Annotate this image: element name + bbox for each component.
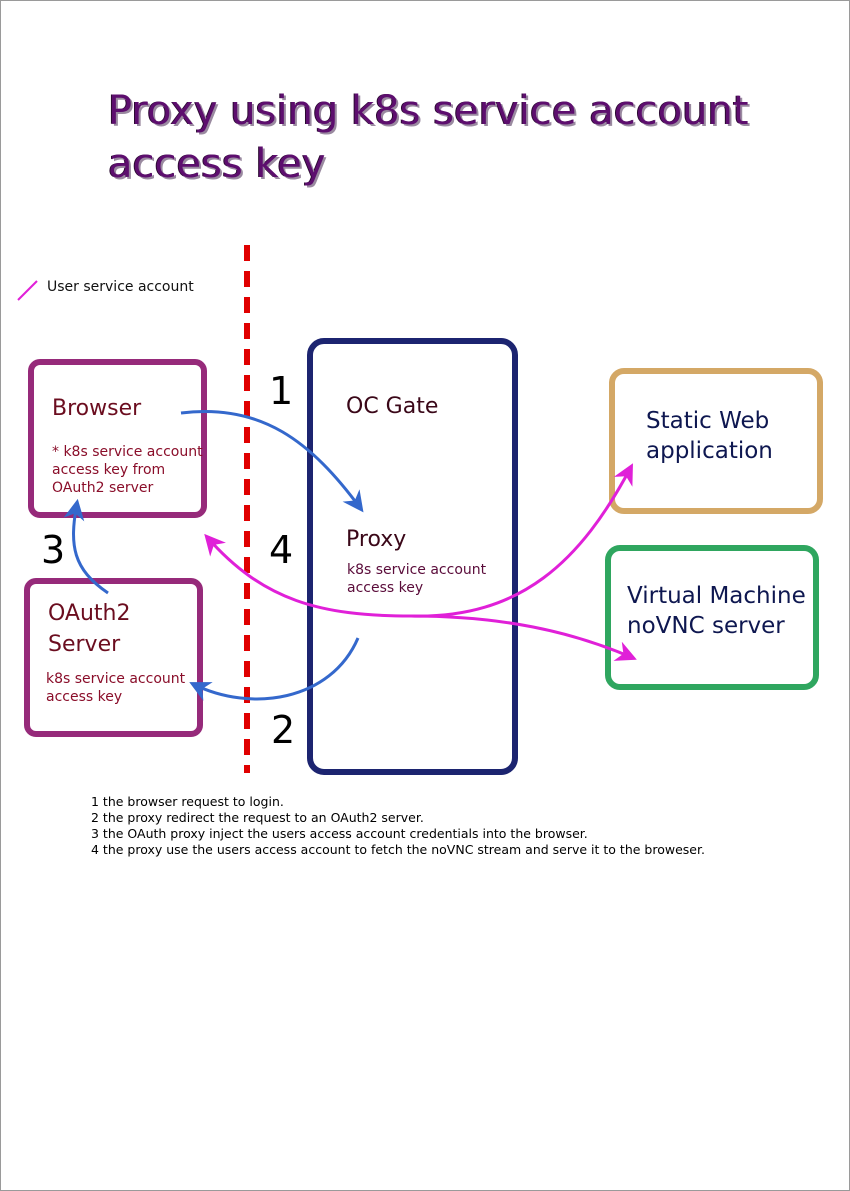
browser-title: Browser (52, 396, 142, 421)
oauth-title-line: OAuth2 (48, 601, 131, 626)
browser-note: * k8s service account access key from OA… (52, 443, 203, 497)
browser-note-line: access key from (52, 462, 166, 478)
page-title: Proxy using k8s service account access k… (108, 88, 749, 187)
oc-gate-box (307, 338, 518, 775)
step-3-label: 3 (41, 528, 66, 572)
arrow-user-to-vm (410, 614, 637, 661)
step-1-label: 1 (269, 369, 294, 413)
legend-label: User service account (47, 279, 194, 295)
proxy-title: Proxy (346, 527, 407, 552)
static-web-box (609, 368, 823, 514)
proxy-note-line: access key (347, 580, 424, 596)
arrow-proxy-to-oauth (189, 637, 360, 701)
browser-note-line: OAuth2 server (52, 480, 154, 496)
proxy-note-line: k8s service account (347, 562, 487, 578)
static-web-title-line: application (646, 438, 773, 464)
step-4-label: 4 (269, 528, 294, 572)
note-item: 2 the proxy redirect the request to an O… (91, 810, 424, 825)
arrow-browser-to-proxy (180, 409, 364, 513)
static-web-title: Static Web application (646, 406, 773, 466)
vm-title-line: noVNC server (627, 613, 785, 639)
step-2-label: 2 (271, 708, 296, 752)
arrow-user-to-browser (204, 533, 412, 618)
oc-gate-title: OC Gate (346, 394, 439, 419)
step-notes: 1 the browser request to login. 2 the pr… (91, 794, 705, 858)
browser-box (28, 359, 207, 518)
vm-title: Virtual Machine noVNC server (627, 581, 806, 641)
oauth-note: k8s service account access key (46, 670, 185, 706)
oauth-note-line: access key (46, 689, 123, 705)
static-web-title-line: Static Web (646, 408, 770, 434)
proxy-note: k8s service account access key (347, 561, 486, 597)
note-item: 4 the proxy use the users access account… (91, 842, 705, 857)
arrow-user-to-static-web (410, 463, 633, 618)
oauth-title-line: Server (48, 632, 121, 657)
arrow-oauth-to-browser (63, 498, 109, 595)
legend-swatch (17, 280, 38, 301)
note-item: 1 the browser request to login. (91, 794, 284, 809)
oauth-note-line: k8s service account (46, 671, 186, 687)
browser-note-line: * k8s service account (52, 444, 203, 460)
oauth-title: OAuth2 Server (48, 598, 131, 660)
vm-title-line: Virtual Machine (627, 583, 806, 609)
vm-box (605, 545, 819, 690)
oauth-server-box (24, 578, 203, 737)
note-item: 3 the OAuth proxy inject the users acces… (91, 826, 588, 841)
